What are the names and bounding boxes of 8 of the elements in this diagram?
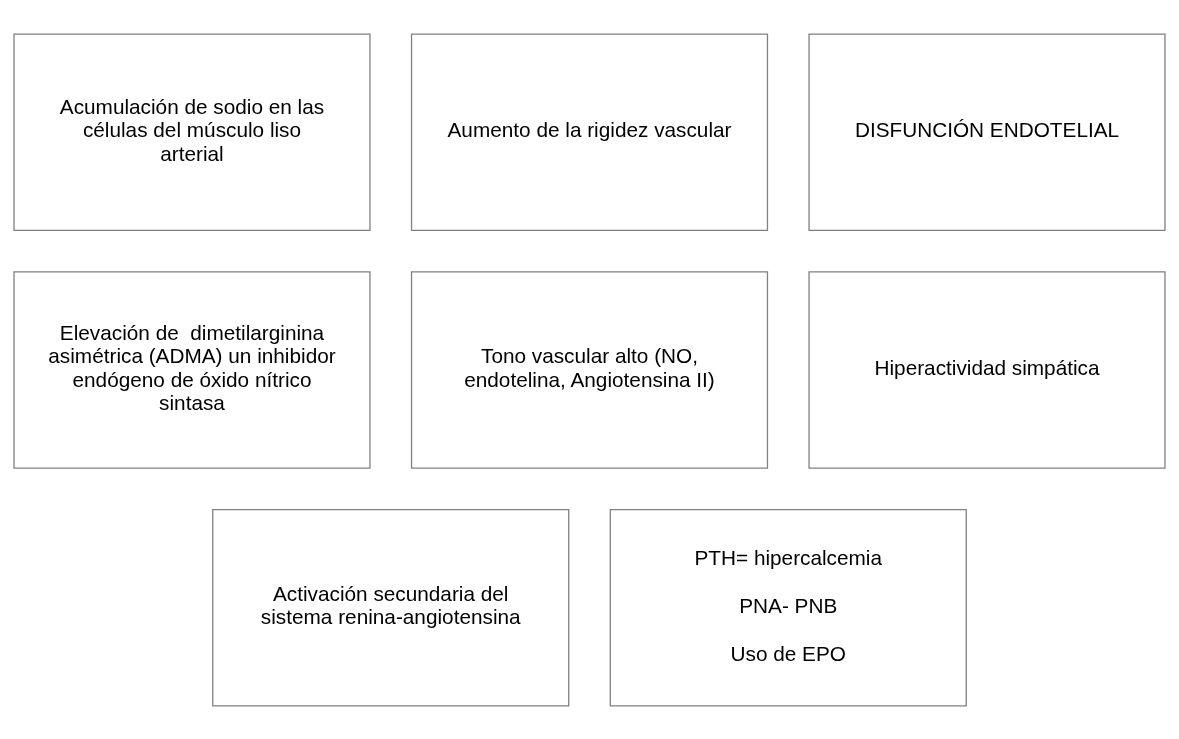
node-box: Tono vascular alto (NO, endotelina, Angiotensina II)	[410, 270, 769, 469]
node-box: Elevación de dimetilarginina asimétrica (ADMA) un inhibidor endógeno de óxido nítrico sintasa	[13, 270, 371, 469]
node-box: Acumulación de sodio en las células del músculo liso arterial	[13, 33, 371, 231]
node-box: Activación secundaria del sistema renina-angiotensina	[212, 508, 570, 706]
node-box: PTH= hipercalcemia PNA- PNB Uso de EPO	[609, 508, 967, 706]
node-box: DISFUNCIÓN ENDOTELIAL	[808, 33, 1166, 231]
node-box: Hiperactividad simpática	[808, 270, 1166, 469]
node-box: Aumento de la rigidez vascular	[410, 33, 769, 231]
